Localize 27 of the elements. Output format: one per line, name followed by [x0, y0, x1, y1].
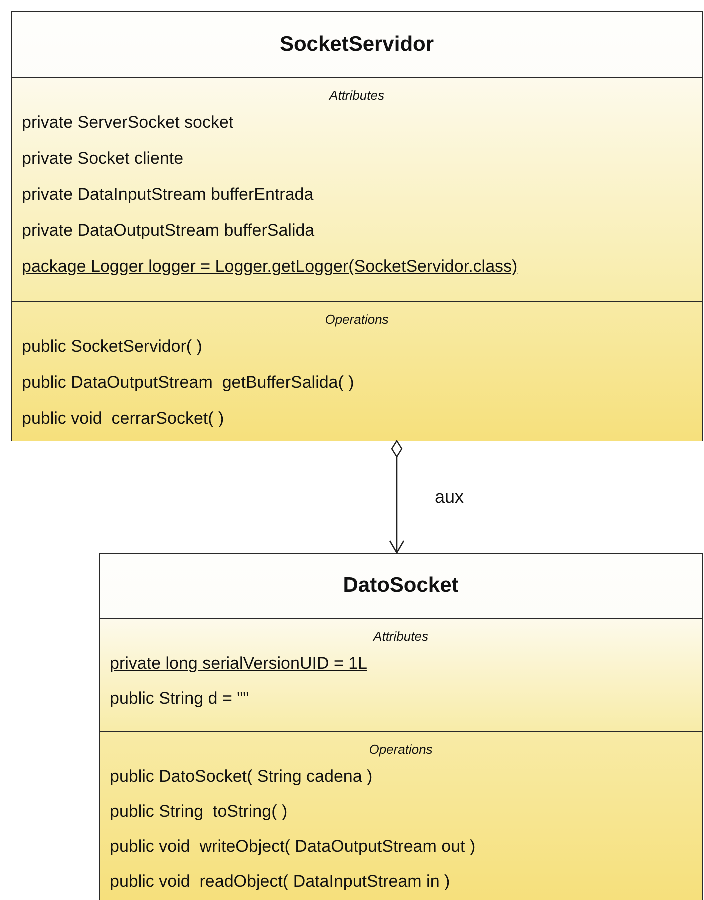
member-text: public DatoSocket( String cadena ) [110, 766, 373, 788]
edge-label: aux [435, 486, 464, 508]
member-text: private DataInputStream bufferEntrada [22, 184, 314, 206]
member-text: private Socket cliente [22, 148, 184, 170]
member-text: private ServerSocket socket [22, 112, 234, 134]
member-text: public void writeObject( DataOutputStream out ) [110, 836, 476, 858]
class-name: SocketServidor [278, 32, 436, 58]
member-text: private DataOutputStream bufferSalida [22, 220, 315, 242]
member-text: public void readObject( DataInputStream in ) [110, 871, 450, 893]
compartment-panel [100, 731, 702, 900]
member-text: public String toString( ) [110, 801, 288, 823]
member-text: public SocketServidor( ) [22, 336, 202, 358]
member-text: private long serialVersionUID = 1L [110, 653, 368, 675]
member-text: public void cerrarSocket( ) [22, 408, 224, 430]
member-text: public DataOutputStream getBufferSalida( ) [22, 372, 354, 394]
compartment-heading: Operations [369, 741, 433, 759]
compartment-heading: Attributes [374, 628, 428, 646]
class-box [11, 11, 703, 441]
class-name: DatoSocket [342, 573, 460, 599]
compartment-panel [100, 618, 702, 731]
compartment-panel [12, 77, 702, 301]
compartment-panel [12, 301, 702, 440]
compartment-heading: Operations [325, 311, 389, 329]
compartment-heading: Attributes [330, 87, 384, 105]
member-text: package Logger logger = Logger.getLogger(SocketServidor.class) [22, 256, 518, 278]
member-text: public String d = "" [110, 688, 250, 710]
class-box [99, 553, 703, 900]
